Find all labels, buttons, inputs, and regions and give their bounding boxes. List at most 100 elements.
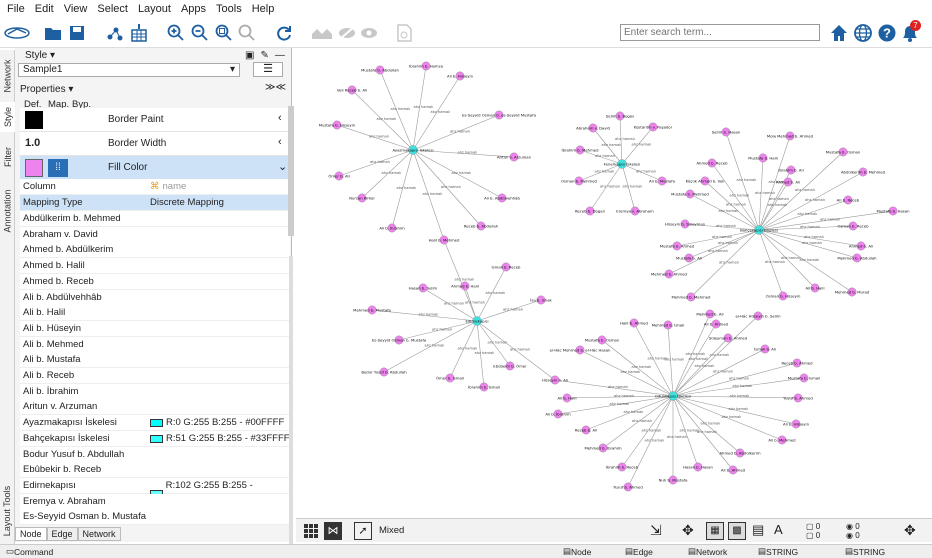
network-edge[interactable] bbox=[476, 320, 511, 367]
network-node[interactable] bbox=[684, 253, 694, 263]
network-edge[interactable] bbox=[619, 115, 623, 165]
network-edge[interactable] bbox=[711, 162, 760, 231]
network-edge[interactable] bbox=[566, 395, 674, 399]
refresh-icon[interactable] bbox=[273, 22, 295, 44]
menu-view[interactable]: View bbox=[63, 3, 88, 15]
network-edge[interactable] bbox=[412, 149, 482, 227]
network-edge[interactable] bbox=[412, 114, 500, 151]
network-edge[interactable] bbox=[579, 149, 623, 165]
border-width-value[interactable]: 1.0 bbox=[25, 137, 41, 149]
network-edge[interactable] bbox=[476, 320, 556, 381]
network-node[interactable] bbox=[664, 269, 674, 279]
annotation-icon[interactable]: ▤ bbox=[752, 522, 765, 537]
panel-window-controls[interactable]: ▣✎— bbox=[245, 50, 291, 61]
network-node[interactable] bbox=[439, 235, 449, 245]
network-node[interactable] bbox=[700, 176, 710, 186]
zoom-fit-icon[interactable] bbox=[213, 22, 235, 44]
network-edge[interactable] bbox=[672, 313, 711, 397]
network-edge[interactable] bbox=[672, 348, 766, 397]
network-node[interactable] bbox=[615, 111, 625, 121]
mapping-row[interactable]: Ali b. Receb bbox=[20, 368, 290, 384]
mapping-row[interactable]: Abraham v. David bbox=[20, 226, 290, 243]
network-edge[interactable] bbox=[412, 149, 515, 158]
mapping-row[interactable]: Ali b. İbrahim bbox=[20, 383, 290, 400]
network-node[interactable] bbox=[793, 393, 803, 403]
network-node[interactable] bbox=[810, 283, 820, 293]
network-edge[interactable] bbox=[338, 149, 414, 177]
tab-edge[interactable]: Edge bbox=[46, 527, 78, 541]
network-node[interactable] bbox=[657, 176, 667, 186]
network-edge[interactable] bbox=[476, 320, 485, 388]
network-edge[interactable] bbox=[667, 324, 674, 397]
network-node[interactable] bbox=[728, 465, 738, 475]
network-edge[interactable] bbox=[351, 89, 414, 151]
network-node[interactable] bbox=[509, 152, 519, 162]
network-edge[interactable] bbox=[758, 229, 858, 259]
network-edge[interactable] bbox=[704, 180, 760, 231]
network-node[interactable] bbox=[394, 335, 404, 345]
string-enrichment-button[interactable]: ▤ STRING Enrichment bbox=[845, 546, 896, 558]
network-node[interactable] bbox=[648, 122, 658, 132]
column-row[interactable]: Column ⌘name bbox=[20, 179, 290, 195]
fit-content-icon[interactable]: ✥ bbox=[682, 522, 694, 538]
network-node[interactable] bbox=[623, 482, 633, 492]
style-options-menu-button[interactable]: ☰ bbox=[253, 62, 283, 77]
network-node[interactable] bbox=[460, 281, 470, 291]
network-node[interactable] bbox=[575, 345, 585, 355]
mapping-row[interactable]: Ali b. Hüseyin bbox=[20, 320, 290, 337]
hub-node[interactable] bbox=[617, 159, 627, 169]
fill-color-row[interactable]: ⁞⁞ Fill Color ⌄ bbox=[20, 156, 290, 180]
chevron-down-icon[interactable]: ⌄ bbox=[278, 161, 288, 173]
network-node[interactable] bbox=[858, 167, 868, 177]
network-node[interactable] bbox=[421, 61, 431, 71]
network-edge[interactable] bbox=[412, 75, 461, 151]
network-node[interactable] bbox=[778, 291, 788, 301]
network-table-button[interactable]: ▤ Network Table bbox=[688, 546, 728, 558]
chevron-left-icon[interactable]: ‹ bbox=[278, 136, 282, 148]
network-node[interactable] bbox=[494, 110, 504, 120]
network-edge[interactable] bbox=[758, 135, 791, 231]
network-node[interactable] bbox=[753, 311, 763, 321]
network-edge[interactable] bbox=[758, 199, 849, 231]
network-node[interactable] bbox=[735, 448, 745, 458]
menu-tools[interactable]: Tools bbox=[216, 3, 242, 15]
hub-node[interactable] bbox=[754, 225, 764, 235]
network-edge[interactable] bbox=[621, 163, 663, 182]
string-publications-button[interactable]: ▤ STRING Publications bbox=[758, 546, 812, 558]
network-node[interactable] bbox=[838, 147, 848, 157]
network-node[interactable] bbox=[581, 425, 591, 435]
network-edge[interactable] bbox=[589, 163, 623, 212]
network-node[interactable] bbox=[501, 262, 511, 272]
network-node[interactable] bbox=[685, 189, 695, 199]
network-node[interactable] bbox=[668, 475, 678, 485]
mapping-type-row[interactable]: Mapping Type Discrete Mapping bbox=[20, 195, 290, 211]
network-edge[interactable] bbox=[668, 229, 760, 275]
tab-filter[interactable]: Filter bbox=[2, 147, 13, 167]
network-edge[interactable] bbox=[672, 315, 759, 397]
network-edge[interactable] bbox=[672, 395, 734, 471]
mapping-value[interactable]: R:51 G:255 B:255 - #33FFFF bbox=[150, 431, 290, 447]
style-select[interactable]: Sample1▾ bbox=[18, 63, 240, 77]
network-edge[interactable] bbox=[383, 320, 478, 373]
show-graphics-details-icon[interactable]: ▦ bbox=[706, 522, 724, 540]
network-edge[interactable] bbox=[690, 229, 760, 298]
network-edge[interactable] bbox=[672, 337, 729, 397]
network-node[interactable] bbox=[334, 171, 344, 181]
hub-node[interactable] bbox=[408, 145, 418, 155]
network-edge[interactable] bbox=[758, 181, 789, 231]
mapping-row[interactable]: Ali b. Halil bbox=[20, 305, 290, 322]
network-edge[interactable] bbox=[621, 126, 654, 165]
mapping-row[interactable]: Ebûbekir b. Receb bbox=[20, 462, 290, 479]
network-edge[interactable] bbox=[602, 395, 674, 449]
network-edge[interactable] bbox=[758, 229, 853, 293]
mapping-row[interactable]: Ahmed b. Halil bbox=[20, 258, 290, 275]
network-edge[interactable] bbox=[672, 362, 798, 397]
column-value[interactable]: name bbox=[162, 181, 187, 192]
network-edge[interactable] bbox=[379, 69, 414, 151]
edge-table-button[interactable]: ▤ Edge Table bbox=[625, 546, 653, 558]
network-node[interactable] bbox=[686, 292, 696, 302]
mapping-row[interactable]: Es-Seyyid Osman b. Mustafa bbox=[20, 509, 290, 526]
